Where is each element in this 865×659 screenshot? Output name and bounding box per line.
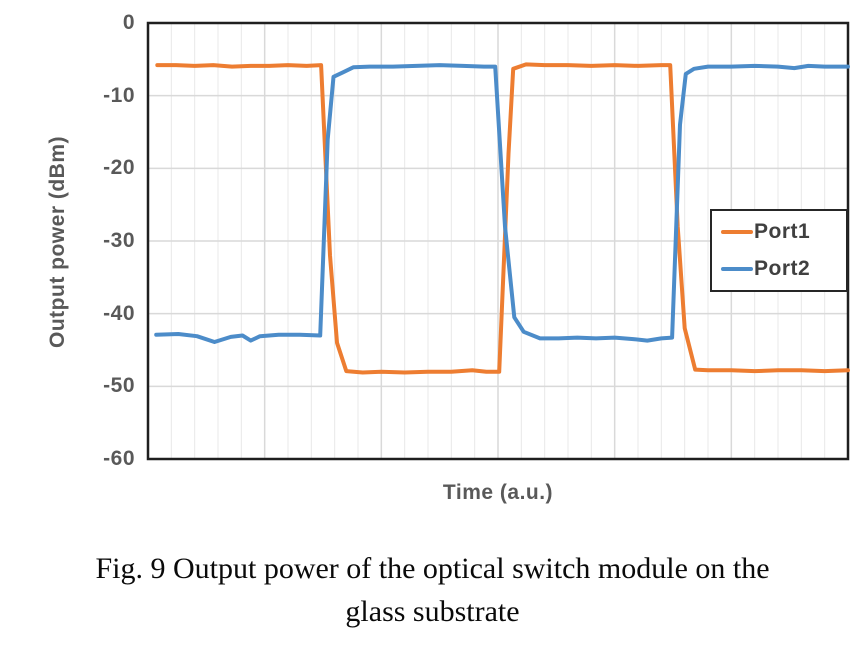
figure-caption-line2: glass substrate (345, 594, 520, 628)
legend-label-port2: Port2 (754, 257, 811, 281)
y-tick-label: -60 (103, 447, 135, 470)
chart-legend: Port1 Port2 (710, 209, 848, 292)
y-axis-title: Output power (dBm) (46, 136, 69, 348)
line-chart: 0 -10 -20 -30 -40 -50 -60 Output power (… (46, 11, 850, 504)
y-tick-label: -50 (103, 374, 135, 397)
y-tick-label: -30 (103, 229, 135, 252)
legend-entry-port2: Port2 (721, 257, 846, 281)
port1-line-swatch (721, 229, 753, 234)
y-tick-label: 0 (122, 11, 135, 34)
port2-line-swatch (721, 267, 753, 272)
figure-caption: Fig. 9 Output power of the optical switc… (0, 548, 865, 633)
y-tick-label: -40 (103, 302, 135, 325)
x-axis-title: Time (a.u.) (442, 481, 554, 504)
figure-caption-line1: Fig. 9 Output power of the optical switc… (95, 552, 770, 585)
legend-entry-port1: Port1 (721, 220, 846, 244)
y-tick-label: -20 (103, 156, 135, 179)
y-tick-label: -10 (103, 84, 135, 107)
legend-label-port1: Port1 (754, 219, 811, 243)
